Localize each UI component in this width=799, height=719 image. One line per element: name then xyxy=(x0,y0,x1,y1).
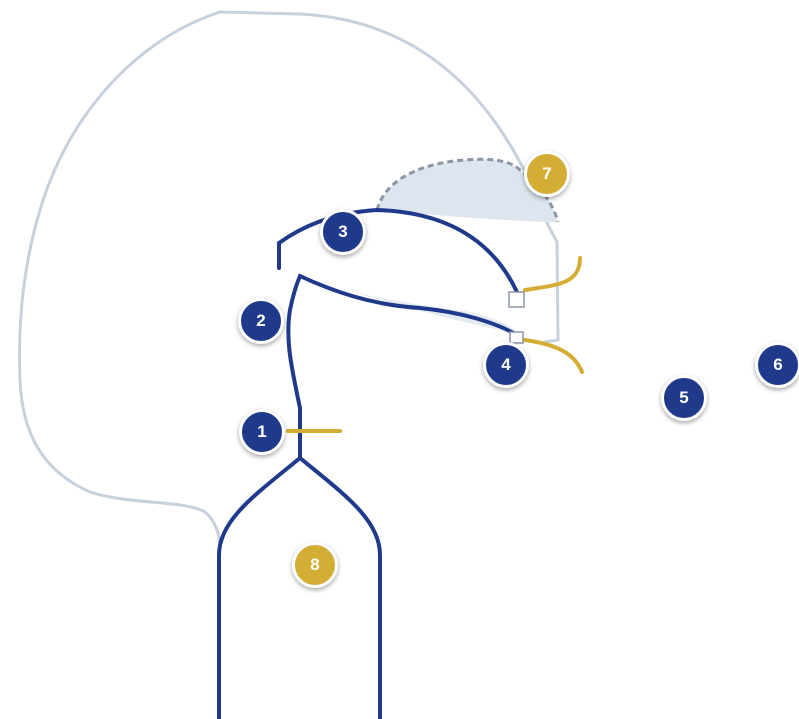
nasal-airway-line xyxy=(277,207,519,294)
lung-outline xyxy=(217,455,382,719)
marker-8: 8 xyxy=(292,542,338,588)
oral-cavity-shade xyxy=(302,278,517,332)
marker-7: 7 xyxy=(524,151,570,197)
nasal-cavity-shade xyxy=(377,159,558,222)
marker-5: 5 xyxy=(661,375,707,421)
marker-6: 6 xyxy=(755,342,799,388)
marker-1: 1 xyxy=(239,409,285,455)
marker-3: 3 xyxy=(320,209,366,255)
marker-4: 4 xyxy=(483,342,529,388)
lower-tube xyxy=(523,338,584,374)
upper-connector xyxy=(508,291,525,308)
upper-tube xyxy=(523,256,582,292)
marker-2: 2 xyxy=(238,298,284,344)
lower-connector xyxy=(509,331,524,344)
oral-airway-line xyxy=(286,273,519,410)
